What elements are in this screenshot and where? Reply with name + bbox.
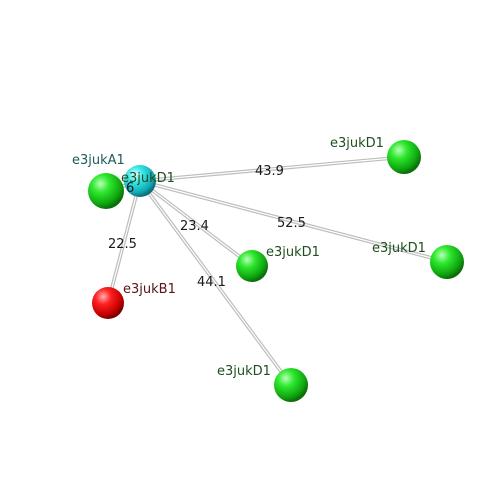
bond-d_right <box>139 179 448 264</box>
bond-label-d_bottom: 44.1 <box>197 275 226 290</box>
node-a1[interactable] <box>88 173 124 209</box>
label-layer: 6 22.5 43.9 52.5 23.4 44.1 e3jukD1 e3jukA1 e3juk… <box>72 136 426 379</box>
node-label-center: e3jukD1 <box>121 171 175 186</box>
edge-layer <box>105 155 448 387</box>
bond-d_mid <box>138 179 254 268</box>
node-label-d_mid: e3jukD1 <box>266 245 320 260</box>
node-label-d_right: e3jukD1 <box>372 241 426 256</box>
bond-d_bottom <box>138 179 293 387</box>
node-d_right[interactable] <box>430 245 464 279</box>
bond-d_top <box>139 155 405 183</box>
node-center[interactable] <box>124 165 156 197</box>
bond-label-b1: 22.5 <box>108 237 137 252</box>
node-label-a1: e3jukA1 <box>72 153 125 168</box>
bond-label-d_mid: 23.4 <box>180 219 209 234</box>
bond-label-d_right: 52.5 <box>277 216 306 231</box>
node-d_top[interactable] <box>387 140 421 174</box>
bond-label-a1: 6 <box>126 181 134 196</box>
node-d_mid[interactable] <box>236 250 268 282</box>
node-label-d_bottom: e3jukD1 <box>217 364 271 379</box>
node-d_bottom[interactable] <box>274 368 308 402</box>
node-b1[interactable] <box>92 287 124 319</box>
node-label-d_top: e3jukD1 <box>330 136 384 151</box>
node-label-b1: e3jukB1 <box>123 282 176 297</box>
bond-label-d_top: 43.9 <box>255 164 284 179</box>
bond-b1 <box>106 180 142 304</box>
node-layer <box>88 140 464 402</box>
